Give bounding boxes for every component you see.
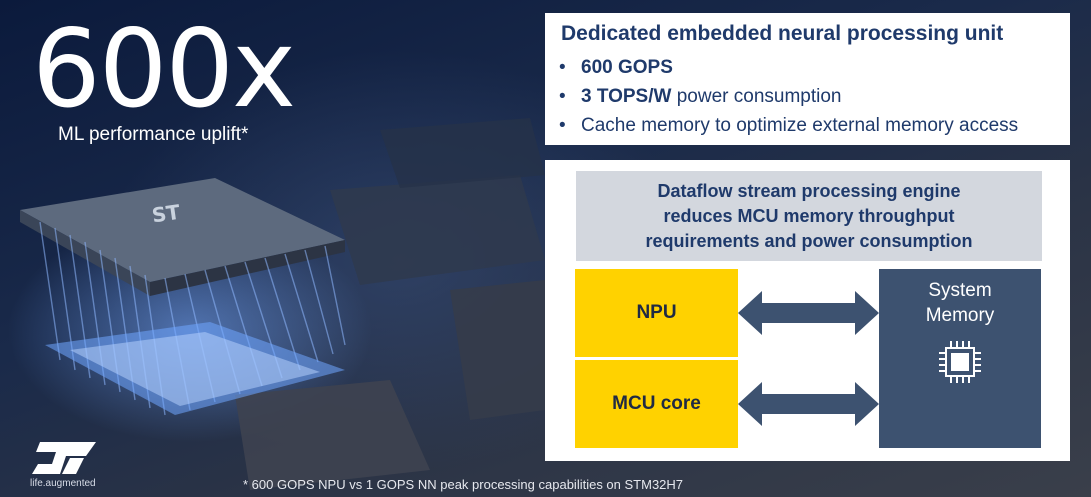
- footnote: * 600 GOPS NPU vs 1 GOPS NN peak process…: [243, 477, 684, 492]
- double-arrow-icon: [738, 291, 879, 335]
- hero-headline: 600x: [32, 7, 296, 132]
- st-logo-icon: [32, 442, 96, 474]
- mcu-label: MCU core: [612, 393, 701, 414]
- svg-text:ST: ST: [150, 200, 181, 228]
- architecture-diagram: Dataflow stream processing engine reduce…: [545, 160, 1070, 461]
- dataflow-line: requirements and power consumption: [645, 231, 973, 251]
- npu-features-list: •600 GOPS •3 TOPS/W power consumption •C…: [559, 53, 1018, 140]
- list-item: •600 GOPS: [559, 57, 673, 78]
- npu-features-panel: Dedicated embedded neural processing uni…: [545, 13, 1070, 145]
- system-memory-label: System Memory: [925, 280, 995, 326]
- brand-tagline: life.augmented: [30, 478, 96, 489]
- list-item: •3 TOPS/W power consumption: [559, 86, 842, 107]
- dataflow-line: reduces MCU memory throughput: [663, 206, 955, 226]
- npu-features-title: Dedicated embedded neural processing uni…: [561, 22, 1004, 45]
- dataflow-line: Dataflow stream processing engine: [657, 181, 961, 201]
- dataflow-description: Dataflow stream processing engine reduce…: [576, 171, 1042, 261]
- double-arrow-icon: [738, 382, 879, 426]
- npu-block: NPU: [575, 269, 738, 357]
- mcu-core-block: MCU core: [575, 360, 738, 448]
- npu-label: NPU: [636, 302, 677, 323]
- list-item: •Cache memory to optimize external memor…: [559, 115, 1019, 136]
- chip-icon: [939, 341, 981, 383]
- system-memory-block: System Memory: [879, 269, 1041, 448]
- hero-subtitle: ML performance uplift*: [58, 124, 249, 145]
